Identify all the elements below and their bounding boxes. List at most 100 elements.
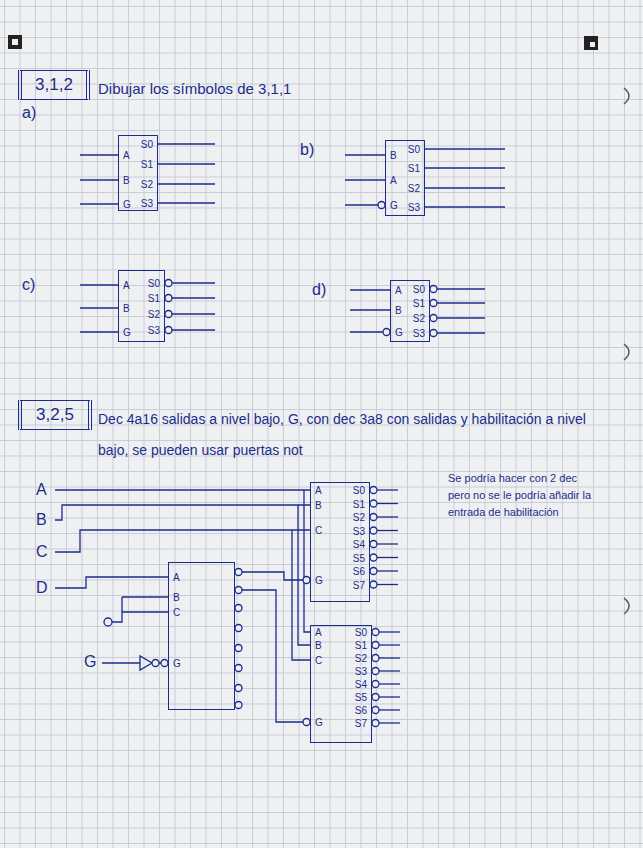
- pin-line: [158, 183, 215, 184]
- inversion-bubbles: [152, 202, 437, 727]
- pin-name: S2: [141, 180, 153, 190]
- tie-circle: [104, 618, 112, 626]
- inversion-bubble: [370, 581, 377, 588]
- pin-line: [158, 163, 215, 164]
- pin-name: S1: [148, 294, 160, 304]
- pin-name: B: [123, 176, 130, 186]
- pin-name: G: [123, 200, 131, 210]
- pin-name: S2: [413, 314, 425, 324]
- pin-line: [379, 683, 400, 684]
- inversion-bubble: [235, 625, 242, 632]
- inversion-bubble: [370, 527, 377, 534]
- pin-line: [158, 202, 215, 203]
- pin-name: S7: [353, 581, 365, 591]
- pin-name: B: [173, 593, 180, 603]
- connectors: [235, 572, 310, 722]
- pin-name: S3: [413, 329, 425, 339]
- pin-name: A: [390, 176, 397, 186]
- wire: [122, 611, 168, 612]
- pin-line: [425, 206, 505, 207]
- item-letter: a): [22, 103, 62, 122]
- item-letter: c): [22, 275, 62, 294]
- pin-name: A: [123, 151, 130, 161]
- pin-name: B: [123, 304, 130, 314]
- pin-line: [377, 570, 398, 571]
- inversion-bubble: [370, 500, 377, 507]
- pin-line: [345, 204, 378, 205]
- pin-name: S0: [141, 140, 153, 150]
- pin-name: A: [315, 486, 322, 496]
- ring-mark: [624, 598, 629, 614]
- pin-name: G: [173, 659, 181, 669]
- pin-line: [80, 154, 118, 155]
- inversion-bubble: [430, 286, 437, 293]
- pin-line: [379, 670, 400, 671]
- pin-name: S2: [408, 184, 420, 194]
- pin-name: G: [315, 576, 323, 586]
- pin-name: G: [123, 328, 131, 338]
- inversion-bubble: [430, 315, 437, 322]
- pin-name: A: [315, 628, 322, 638]
- pin-line: [377, 516, 398, 517]
- pin-name: B: [315, 641, 322, 651]
- pin-name: A: [173, 573, 180, 583]
- pin-line: [80, 284, 118, 285]
- inversion-bubble: [165, 327, 172, 334]
- pin-line: [379, 722, 400, 723]
- enable-wire: [235, 590, 310, 722]
- wire: [292, 530, 310, 660]
- decoder-3to8: ABCGS0S1S2S3S4S5S6S7: [310, 625, 372, 743]
- corner-mark: [584, 36, 598, 50]
- signal-name: B: [36, 510, 54, 529]
- ring-mark: [624, 344, 629, 360]
- pin-name: S3: [141, 199, 153, 209]
- pin-line: [350, 309, 390, 310]
- pin-name: S3: [408, 203, 420, 213]
- item-letter: d): [312, 280, 352, 299]
- pin-name: S1: [413, 299, 425, 309]
- exercise-number-box: 3,1,2: [18, 70, 90, 100]
- pin-line: [80, 179, 118, 180]
- pin-name: S5: [353, 554, 365, 564]
- signal-name: D: [36, 578, 54, 597]
- pin-name: G: [315, 718, 323, 728]
- inversion-bubble: [430, 300, 437, 307]
- pin-line: [437, 302, 485, 303]
- inversion-bubble: [430, 330, 437, 337]
- pin-name: S4: [355, 680, 367, 690]
- pin-name: S4: [353, 540, 365, 550]
- decoder-symbol: ABGS0S1S2S3: [118, 135, 158, 211]
- pin-line: [379, 631, 400, 632]
- wires: [55, 144, 505, 723]
- signal-name: G: [84, 652, 102, 671]
- wire: [55, 489, 310, 490]
- pin-name: S1: [353, 500, 365, 510]
- inversion-bubble: [152, 660, 159, 667]
- ring-mark: [624, 88, 629, 104]
- inversion-bubble: [235, 685, 242, 692]
- pin-name: C: [315, 526, 322, 536]
- pin-line: [379, 657, 400, 658]
- pin-line: [377, 584, 398, 585]
- pin-name: S1: [408, 164, 420, 174]
- pin-line: [377, 557, 398, 558]
- pin-line: [80, 307, 118, 308]
- pin-name: S2: [353, 513, 365, 523]
- exercise-number: 3,2,5: [36, 405, 74, 425]
- wire: [298, 505, 310, 645]
- pin-name: S0: [355, 628, 367, 638]
- pin-name: S6: [353, 567, 365, 577]
- decoder-symbol: ABGS0S1S2S3: [118, 270, 165, 342]
- pin-name: S0: [413, 285, 425, 295]
- pin-line: [345, 179, 385, 180]
- inversion-bubble: [372, 681, 379, 688]
- pin-line: [425, 187, 505, 188]
- pin-name: S5: [355, 693, 367, 703]
- pin-name: S2: [148, 310, 160, 320]
- wire: [55, 577, 168, 588]
- pin-name: S0: [148, 279, 160, 289]
- pin-line: [80, 203, 118, 204]
- inversion-bubble: [235, 569, 242, 576]
- inversion-bubble: [165, 295, 172, 302]
- inversion-bubble: [372, 655, 379, 662]
